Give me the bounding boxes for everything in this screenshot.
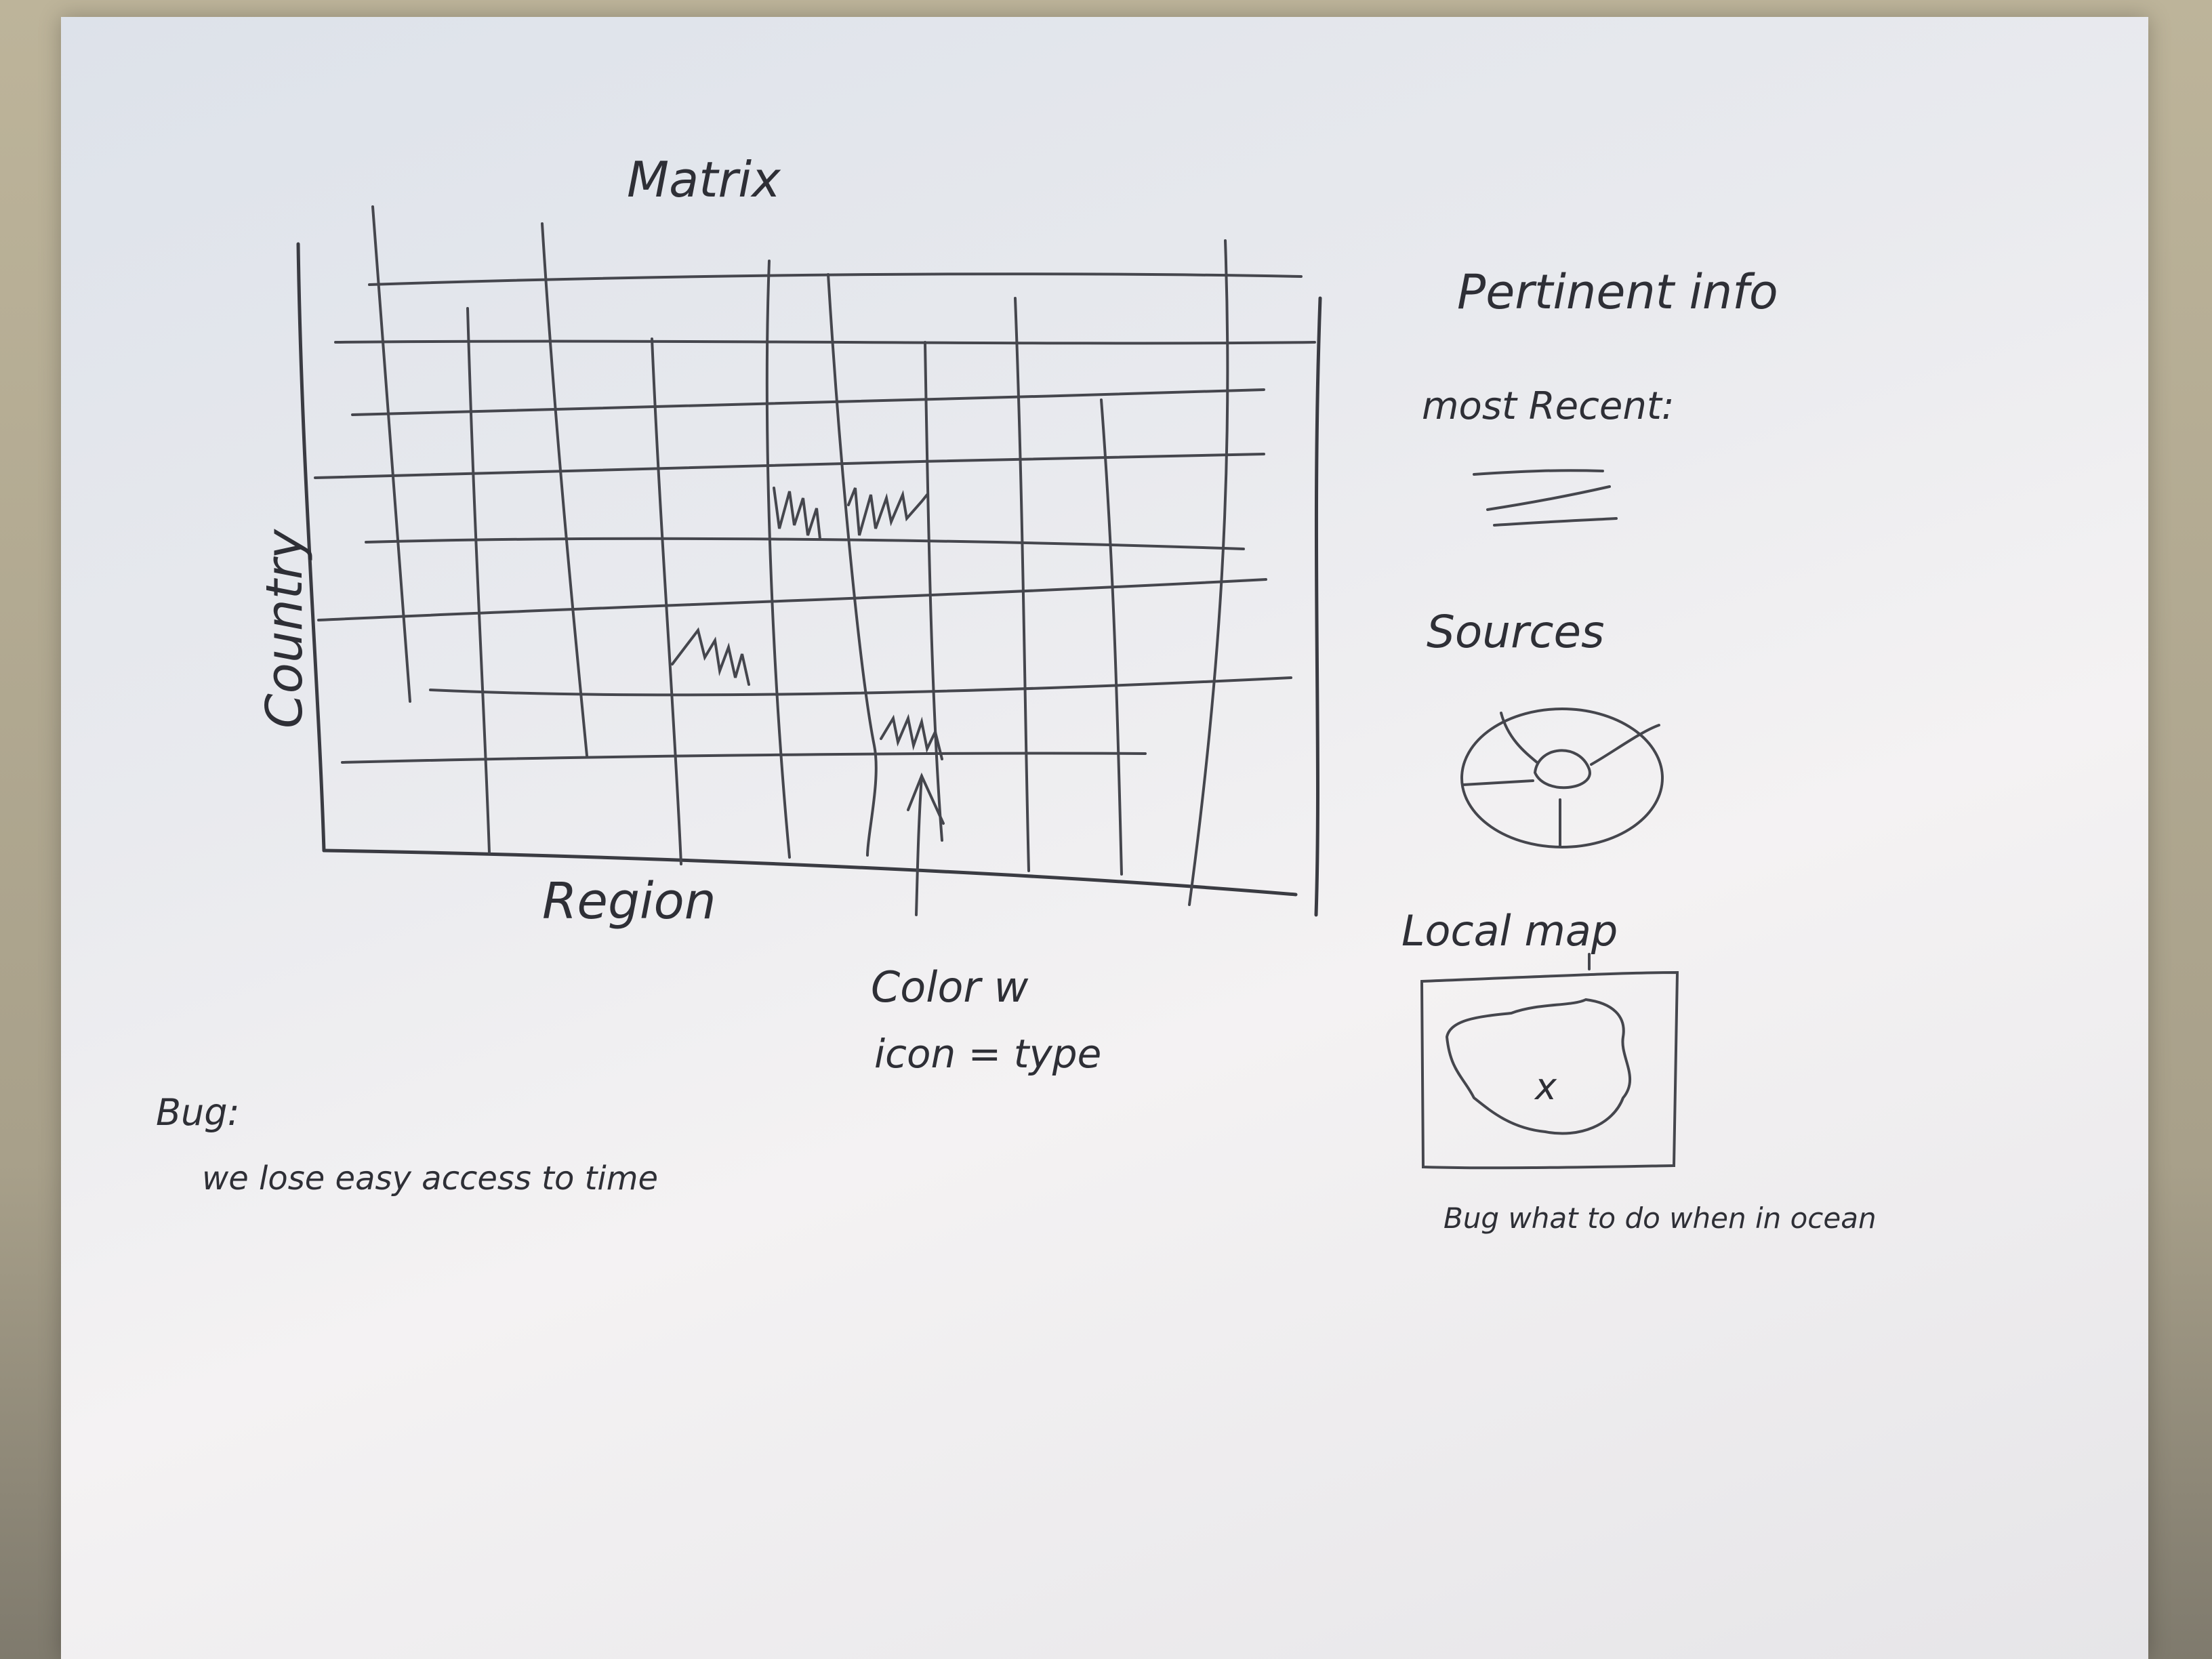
cell-icons <box>671 487 943 760</box>
matrix-x-label: Region <box>542 872 716 930</box>
side-panel-title: Pertinent info <box>1457 264 1778 320</box>
grid-row-line <box>334 340 1316 345</box>
grid-row-line <box>429 676 1292 697</box>
grid-row-line <box>365 537 1245 550</box>
recent-line <box>1473 469 1604 476</box>
grid-row-line <box>351 388 1265 416</box>
matrix-grid <box>296 205 1322 917</box>
grid-row-line <box>368 272 1303 286</box>
pie-divider <box>1590 724 1660 766</box>
grid-col-line <box>1100 398 1123 876</box>
pie-divider <box>1500 712 1538 764</box>
scribble-icon <box>773 487 821 540</box>
annotation-arrow <box>907 772 945 916</box>
grid-col-line <box>371 205 411 703</box>
matrix-title: Matrix <box>627 151 781 208</box>
scribble-icon <box>880 714 943 760</box>
arrow-head <box>907 772 945 825</box>
bug-text: we lose easy access to time <box>202 1160 658 1197</box>
grid-col-line <box>541 222 588 757</box>
annotation-line-1: Color w <box>871 962 1029 1012</box>
grid-col-line <box>651 337 682 865</box>
matrix-right-border <box>1314 296 1322 917</box>
sources-label: Sources <box>1427 606 1605 658</box>
arrow-shaft <box>915 775 923 916</box>
paper-sheet <box>61 17 2148 1659</box>
matrix-x-axis <box>322 848 1298 897</box>
grid-col-line <box>466 307 491 854</box>
recent-line <box>1493 517 1618 527</box>
most-recent-label: most Recent: <box>1422 384 1675 428</box>
pie-outline <box>1460 708 1664 848</box>
annotation-line-2: icon = type <box>874 1031 1101 1077</box>
bug-ocean-note: Bug what to do when in ocean <box>1443 1202 1877 1235</box>
pie-divider <box>1461 779 1534 786</box>
grid-col-line <box>827 273 878 857</box>
most-recent-lines <box>1473 469 1618 527</box>
scribble-icon <box>847 487 928 536</box>
map-landmass <box>1445 998 1632 1135</box>
grid-row-line <box>317 578 1267 621</box>
grid-col-line <box>1188 239 1229 906</box>
grid-col-line <box>924 341 943 842</box>
local-map-label: Local map <box>1401 906 1618 956</box>
grid-row-line <box>341 752 1147 764</box>
grid-row-line <box>314 453 1265 479</box>
matrix-y-label: Country <box>255 529 314 729</box>
local-map-widget <box>1420 953 1679 1170</box>
pie-center <box>1533 749 1591 790</box>
grid-col-line <box>765 260 791 859</box>
matrix-y-axis <box>296 242 326 853</box>
grid-col-line <box>1014 297 1030 872</box>
map-frame <box>1420 970 1679 1170</box>
bug-heading: Bug: <box>156 1091 240 1134</box>
recent-line <box>1486 485 1611 511</box>
scribble-icon <box>671 627 750 686</box>
sources-pie-icon <box>1460 708 1664 848</box>
map-location-marker: x <box>1534 1065 1557 1108</box>
